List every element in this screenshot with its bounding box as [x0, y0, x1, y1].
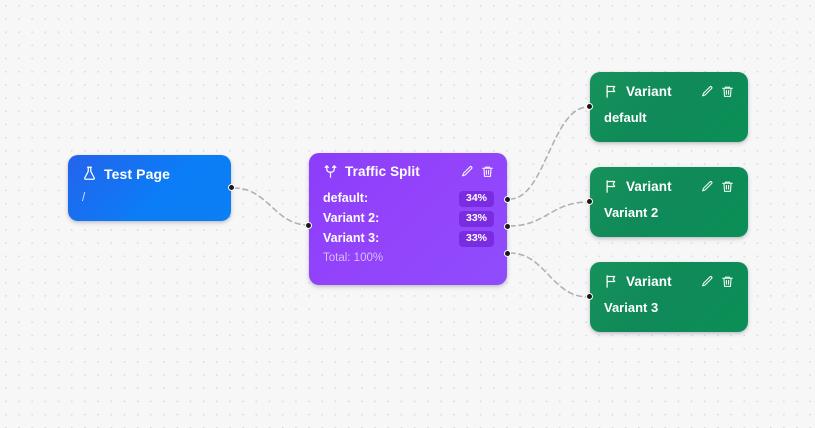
variant-title: Variant: [626, 273, 672, 289]
trash-icon[interactable]: [721, 85, 734, 98]
traffic-split-row: Variant 2: 33%: [323, 210, 494, 227]
node-variant-3[interactable]: Variant: [586, 262, 748, 332]
variant-header: Variant: [604, 84, 734, 99]
split-row-percent-badge: 34%: [458, 190, 494, 207]
split-row-percent-badge: 33%: [458, 210, 494, 227]
node-variant-2[interactable]: Variant: [586, 167, 748, 237]
variant-actions: [701, 85, 734, 98]
edit-icon[interactable]: [701, 275, 714, 288]
split-row-label: default:: [323, 191, 369, 206]
split-row-label: Variant 3:: [323, 231, 380, 246]
trash-icon[interactable]: [721, 180, 734, 193]
traffic-split-total: Total: 100%: [323, 252, 384, 264]
variant-actions: [701, 275, 734, 288]
edge-split-2-to-variant-3: [509, 252, 589, 298]
edge-test-page-to-traffic-split: [233, 187, 309, 226]
traffic-split-actions: [461, 165, 494, 178]
flag-icon: [604, 274, 619, 289]
variant-target-handle[interactable]: [586, 293, 593, 300]
variant-target-handle[interactable]: [586, 103, 593, 110]
traffic-split-title: Traffic Split: [345, 163, 420, 179]
flask-icon: [82, 166, 97, 181]
traffic-split-target-handle[interactable]: [305, 222, 312, 229]
variant-actions: [701, 180, 734, 193]
variant-name: Variant 2: [604, 205, 659, 220]
variant-name: default: [604, 110, 647, 125]
variant-name: Variant 3: [604, 300, 659, 315]
variant-header: Variant: [604, 179, 734, 194]
node-traffic-split[interactable]: Traffic Split: [305, 153, 511, 285]
trash-icon[interactable]: [721, 275, 734, 288]
traffic-split-header: Traffic Split: [323, 164, 494, 179]
traffic-split-row: default: 34%: [323, 190, 494, 207]
split-icon: [323, 164, 338, 179]
trash-icon[interactable]: [481, 165, 494, 178]
variant-header: Variant: [604, 274, 734, 289]
test-page-title: Test Page: [104, 165, 170, 182]
split-row-percent-badge: 33%: [458, 230, 494, 247]
traffic-split-row: Variant 3: 33%: [323, 230, 494, 247]
edge-split-1-to-variant-2: [509, 201, 589, 227]
node-test-page[interactable]: Test Page /: [68, 155, 235, 221]
traffic-split-source-handle-1[interactable]: [504, 223, 511, 230]
edit-icon[interactable]: [701, 85, 714, 98]
edit-icon[interactable]: [701, 180, 714, 193]
test-page-header: Test Page: [82, 166, 217, 181]
traffic-split-source-handle-0[interactable]: [504, 196, 511, 203]
test-page-source-handle[interactable]: [228, 184, 235, 191]
flag-icon: [604, 84, 619, 99]
test-page-path: /: [82, 192, 86, 204]
traffic-split-source-handle-2[interactable]: [504, 250, 511, 257]
variant-title: Variant: [626, 83, 672, 99]
variant-target-handle[interactable]: [586, 198, 593, 205]
traffic-split-rows: default: 34% Variant 2: 33% Variant 3: 3…: [323, 190, 494, 247]
edge-split-0-to-variant-default: [509, 106, 589, 200]
variant-title: Variant: [626, 178, 672, 194]
edit-icon[interactable]: [461, 165, 474, 178]
node-variant-default[interactable]: Variant: [586, 72, 748, 142]
split-row-label: Variant 2:: [323, 211, 380, 226]
flag-icon: [604, 179, 619, 194]
